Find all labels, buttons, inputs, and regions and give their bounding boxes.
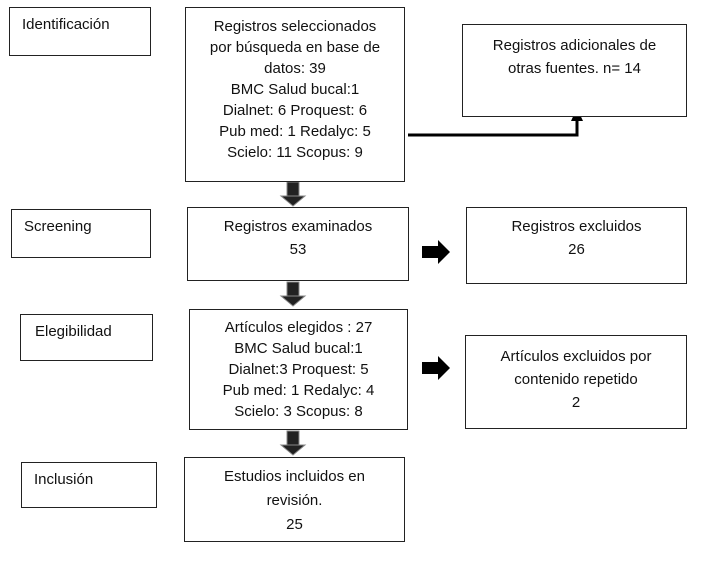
stage-elegibilidad-label: Elegibilidad	[35, 323, 112, 340]
box-line: contenido repetido	[514, 371, 638, 388]
box-articulos-elegidos: Artículos elegidos : 27 BMC Salud bucal:…	[189, 309, 408, 430]
stage-screening: Screening	[11, 209, 151, 258]
box-line: revisión.	[266, 492, 323, 509]
box-line: Scielo: 11 Scopus: 9	[227, 144, 363, 161]
box-line: 25	[286, 516, 303, 533]
arrow-down-icon	[279, 181, 307, 207]
box-line: BMC Salud bucal:1	[234, 340, 363, 357]
box-line: Dialnet: 6 Proquest: 6	[222, 102, 368, 119]
box-articulos-excluidos-repetido: Artículos excluidos por contenido repeti…	[465, 335, 687, 429]
arrow-down-icon	[279, 430, 307, 456]
stage-screening-label: Screening	[24, 218, 92, 235]
box-line: Pub med: 1 Redalyc: 4	[222, 382, 375, 399]
box-line: 26	[568, 241, 585, 258]
box-line: Scielo: 3 Scopus: 8	[234, 403, 363, 420]
box-line: otras fuentes. n= 14	[507, 60, 641, 77]
box-registros-adicionales: Registros adicionales de otras fuentes. …	[462, 24, 687, 117]
box-registros-seleccionados: Registros seleccionados por búsqueda en …	[185, 7, 405, 182]
box-line: datos: 39	[264, 60, 326, 77]
stage-identificacion-label: Identificación	[22, 16, 110, 33]
arrow-right-icon	[422, 356, 450, 380]
connector-line-adicionales	[408, 120, 579, 137]
box-line: Dialnet:3 Proquest: 5	[228, 361, 369, 378]
stage-inclusion: Inclusión	[21, 462, 157, 508]
box-line: Registros examinados	[223, 218, 373, 235]
box-registros-examinados: Registros examinados 53	[187, 207, 409, 281]
arrow-down-icon	[279, 281, 307, 307]
box-line: Registros excluidos	[511, 218, 642, 235]
stage-elegibilidad: Elegibilidad	[20, 314, 153, 361]
stage-identificacion: Identificación	[9, 7, 151, 56]
arrow-right-icon	[422, 240, 450, 264]
box-line: Registros seleccionados	[213, 18, 377, 35]
box-line: Artículos excluidos por	[500, 348, 652, 365]
box-line: por búsqueda en base de	[209, 39, 381, 56]
box-line: BMC Salud bucal:1	[230, 81, 360, 98]
box-line: 2	[571, 394, 581, 411]
box-line: Pub med: 1 Redalyc: 5	[219, 123, 371, 140]
box-line: Registros adicionales de	[492, 37, 657, 54]
box-line: 53	[289, 241, 307, 258]
box-line: Artículos elegidos : 27	[224, 319, 373, 336]
box-estudios-incluidos: Estudios incluidos en revisión. 25	[184, 457, 405, 542]
stage-inclusion-label: Inclusión	[34, 471, 94, 488]
box-line: Estudios incluidos en	[224, 468, 365, 485]
box-registros-excluidos: Registros excluidos 26	[466, 207, 687, 284]
